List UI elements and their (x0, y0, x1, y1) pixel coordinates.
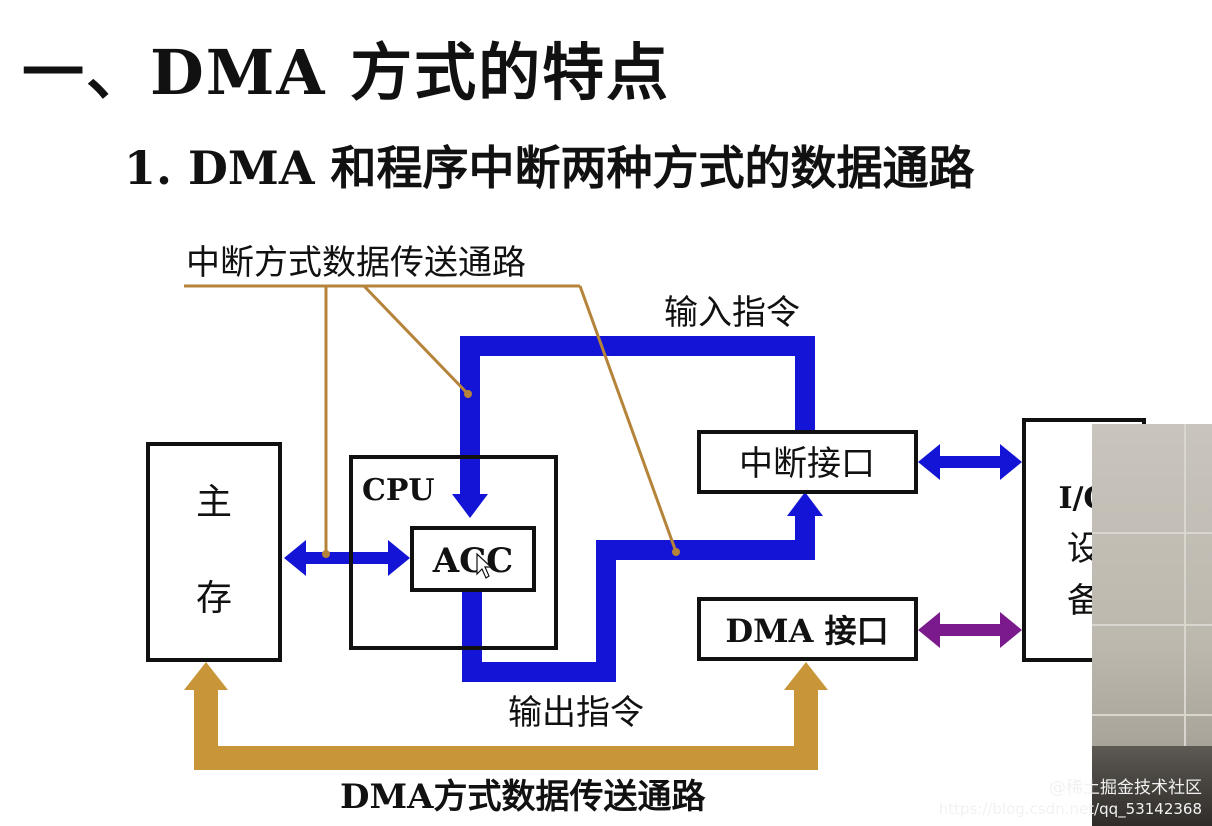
leader-line-dots (322, 390, 680, 558)
dma-path-arrow (184, 662, 828, 770)
interrupt-io-arrow (918, 444, 1022, 480)
acc-register-box: ACC (410, 526, 536, 592)
cpu-label: CPU (362, 473, 435, 508)
dma-interface-label: DMA 接口 (725, 612, 888, 650)
input-path-arrowhead (452, 494, 488, 518)
interrupt-path-label: 中断方式数据传送通路 (186, 243, 526, 283)
memory-acc-arrow (284, 540, 410, 576)
interrupt-interface-label: 中断接口 (739, 444, 875, 484)
mouse-cursor-icon (476, 552, 493, 579)
output-path-arrowhead (787, 492, 823, 516)
cpu-box: CPU (349, 455, 558, 650)
dma-io-arrow (918, 612, 1022, 648)
watermark-brand: @稀土掘金技术社区 (1049, 778, 1202, 798)
dma-path-body (194, 680, 818, 770)
output-instruction-label: 输出指令 (508, 693, 644, 733)
input-instruction-label: 输入指令 (664, 293, 800, 333)
interrupt-interface-box: 中断接口 (697, 430, 918, 494)
dma-interface-box: DMA 接口 (697, 597, 918, 661)
acc-label: ACC (432, 541, 514, 581)
main-memory-label-2: 存 (196, 578, 232, 619)
input-instruction-path (452, 336, 815, 518)
slide-subtitle: 1. DMA 和程序中断两种方式的数据通路 (124, 141, 975, 195)
dma-path-arrowhead-memory (184, 662, 228, 690)
watermark-url: https://blog.csdn.net/qq_53142368 (938, 800, 1202, 818)
interrupt-path-leader-lines (184, 284, 678, 554)
dma-path-arrowhead-dma-interface (784, 662, 828, 690)
dma-path-label: DMA方式数据传送通路 (340, 777, 706, 817)
output-instruction-path (462, 492, 823, 682)
main-memory-box: 主 存 (146, 442, 282, 662)
output-path-body (462, 516, 815, 682)
slide-title: 一、DMA 方式的特点 (22, 36, 671, 109)
webcam-video-overlay (1092, 424, 1212, 826)
input-path-body (460, 336, 815, 494)
watermark: @稀土掘金技术社区 https://blog.csdn.net/qq_53142… (939, 773, 1202, 818)
main-memory-label-1: 主 (196, 482, 232, 523)
